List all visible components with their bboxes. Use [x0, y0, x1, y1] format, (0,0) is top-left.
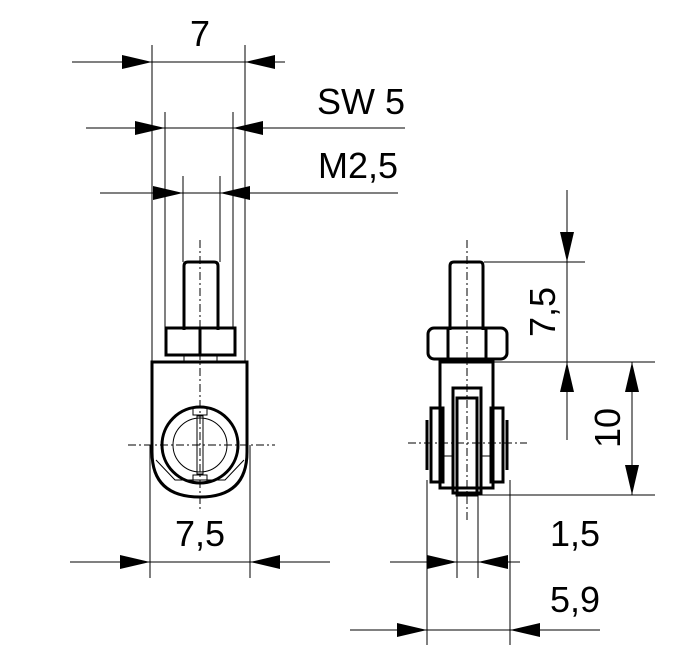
dimension-body-width: 7,5 [70, 513, 330, 569]
dimension-body-height: 10 [587, 362, 639, 495]
body-width-label: 7,5 [175, 513, 225, 554]
extension-lines [149, 45, 251, 578]
wrench-size-label: SW 5 [317, 81, 405, 122]
front-view: 7 SW 5 M2,5 7,5 [70, 13, 405, 578]
slot-width-label: 1,5 [550, 513, 600, 554]
dimension-overall-width: 5,9 [350, 579, 600, 637]
dimension-thread: M2,5 [100, 145, 398, 200]
body-height-label: 10 [587, 408, 628, 448]
overall-width-label: 5,9 [550, 579, 600, 620]
thread-label: M2,5 [318, 145, 398, 186]
width-label: 7 [190, 13, 210, 54]
dimension-slot-width: 1,5 [390, 513, 600, 569]
dimension-width-7: 7 [72, 13, 285, 69]
dimension-sw5: SW 5 [86, 81, 405, 135]
dimension-stud-length: 7,5 [522, 190, 574, 440]
side-view: 7,5 10 1,5 5,9 [350, 190, 655, 645]
stud-length-label: 7,5 [522, 287, 563, 337]
